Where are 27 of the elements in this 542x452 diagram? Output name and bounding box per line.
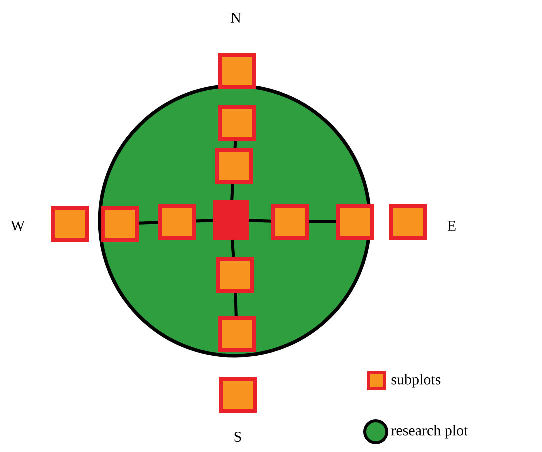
subplot-square <box>271 204 309 240</box>
connector-line <box>230 240 236 258</box>
subplot-square <box>218 105 256 141</box>
subplot-square <box>216 257 254 293</box>
connector-line <box>230 184 234 200</box>
subplot-square <box>336 204 374 240</box>
direction-label: N <box>231 13 242 23</box>
subplot-square <box>158 204 196 240</box>
legend-label: subplots <box>392 374 441 388</box>
legend-label: research plot <box>392 425 468 439</box>
subplot-square <box>213 200 249 240</box>
subplot-square <box>51 206 89 242</box>
connector-line <box>234 140 238 148</box>
direction-label: S <box>234 432 242 442</box>
subplot-square <box>218 316 256 352</box>
connector-line <box>196 219 214 223</box>
direction-label: W <box>10 220 26 231</box>
subplot-square <box>215 148 253 184</box>
subplot-square <box>101 206 139 242</box>
connector-line <box>248 219 272 223</box>
connector-line <box>234 292 238 316</box>
subplot-square <box>219 377 257 413</box>
connector-line <box>138 221 158 225</box>
subplot-square <box>218 53 256 89</box>
connector-line <box>309 220 336 224</box>
direction-label: E <box>448 221 456 231</box>
subplot-square <box>389 204 427 240</box>
